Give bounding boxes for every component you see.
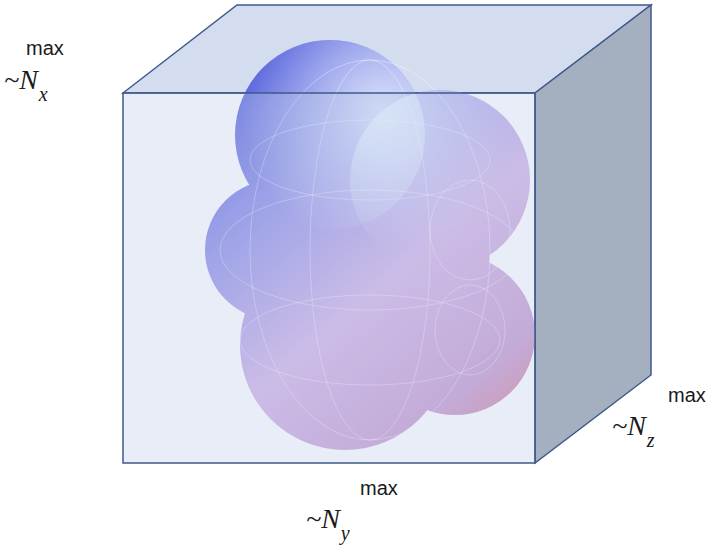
axis-subscript: y xyxy=(341,523,350,543)
axis-subscript: x xyxy=(39,84,48,104)
max-superscript: max xyxy=(668,385,706,405)
max-superscript: max xyxy=(26,38,64,58)
size-symbol: ~N xyxy=(612,412,646,440)
size-symbol: ~N xyxy=(306,505,340,533)
axis-subscript: z xyxy=(647,430,655,450)
max-superscript: max xyxy=(360,478,398,498)
box-front-face xyxy=(123,93,535,463)
size-symbol: ~N xyxy=(4,66,38,94)
box-side-face xyxy=(535,5,651,463)
